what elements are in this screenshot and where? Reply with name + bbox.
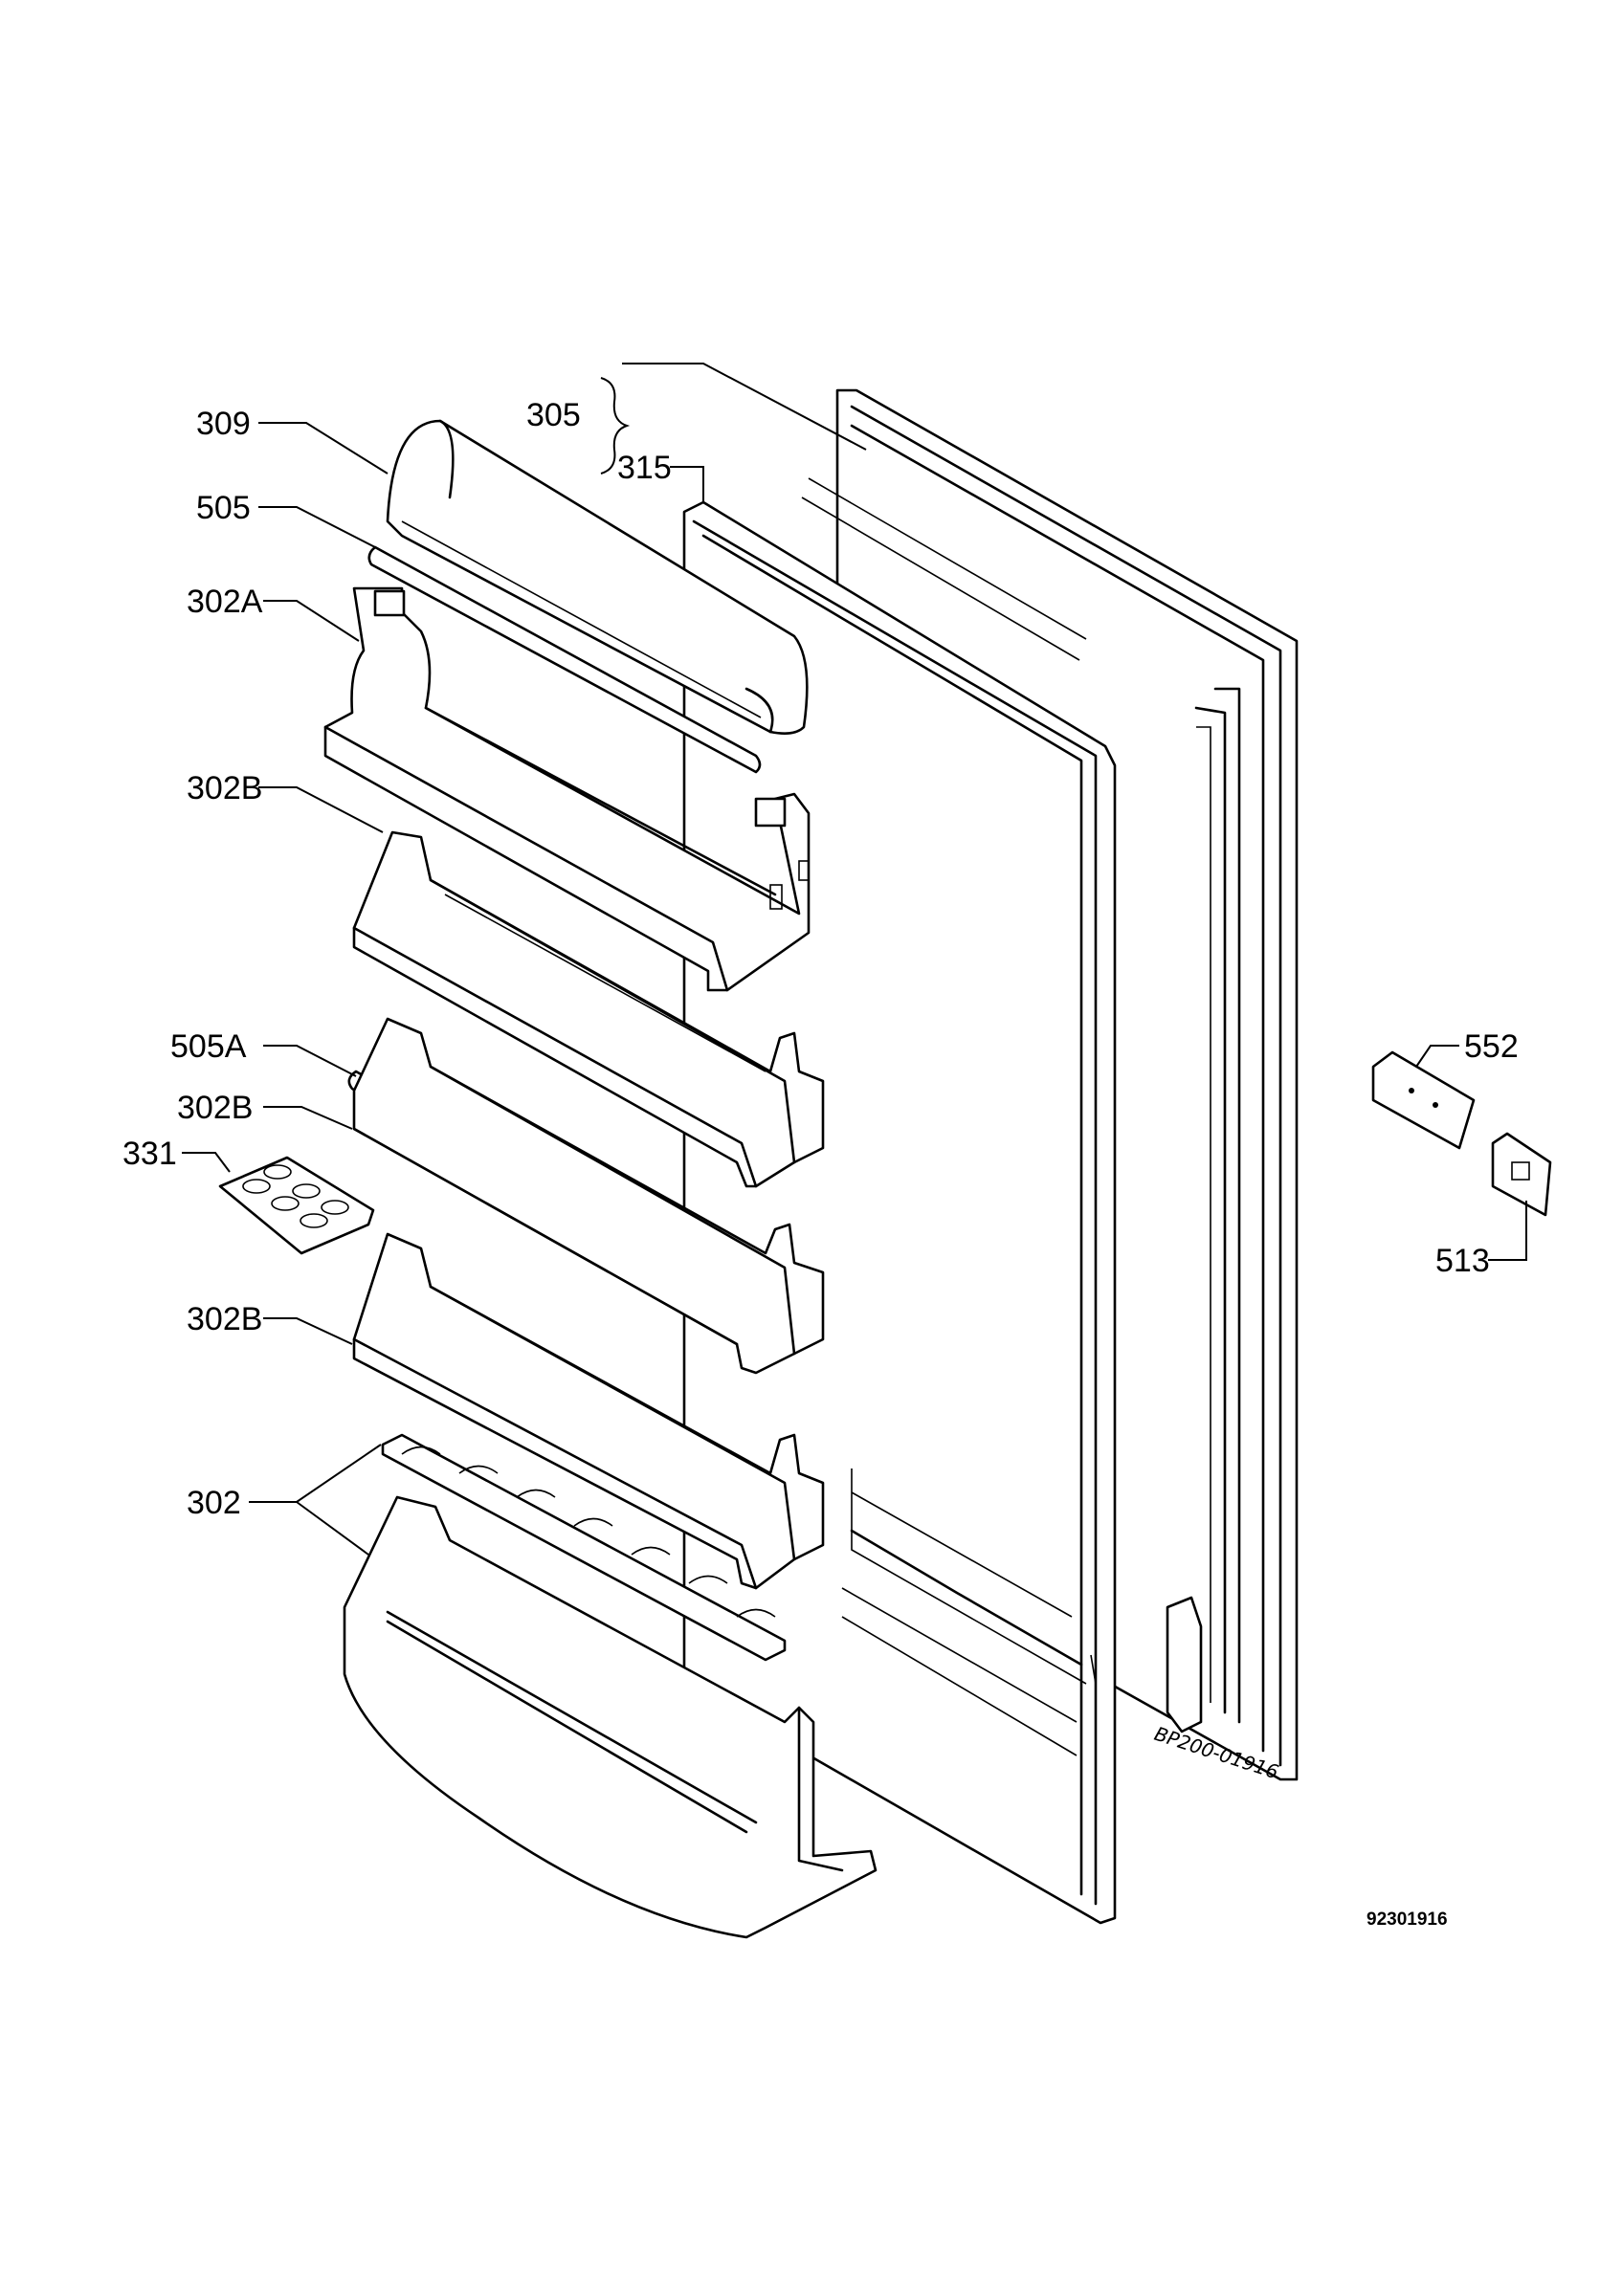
label-305: 305 [526,397,581,433]
rod-505 [367,545,762,774]
door-bin-302B-1 [352,830,825,1188]
dairy-cover-309 [386,419,809,735]
label-302B-2: 302B [177,1090,253,1126]
label-315: 315 [617,450,672,486]
hinge-cover-552 [1371,1050,1476,1150]
figure-number: 92301916 [1366,1910,1448,1930]
label-302: 302 [187,1485,241,1521]
door-bin-302B-3 [352,1232,825,1590]
label-505: 505 [196,490,251,526]
label-302B-1: 302B [187,770,262,806]
label-309: 309 [196,406,251,442]
door-bin-302B-2 [352,1017,825,1375]
bottle-bin-302 [343,1495,878,1939]
label-331: 331 [122,1136,177,1172]
label-513: 513 [1435,1243,1490,1279]
label-302A: 302A [187,584,263,620]
egg-tray-331 [218,1156,375,1255]
label-302B-3: 302B [187,1301,262,1337]
hinge-clip-513 [1491,1132,1552,1217]
bottle-rack-302 [381,1433,787,1662]
leader-lines [182,363,1527,1556]
label-505A: 505A [170,1028,247,1065]
label-552: 552 [1464,1028,1519,1065]
door-shelf-302A [323,586,811,992]
